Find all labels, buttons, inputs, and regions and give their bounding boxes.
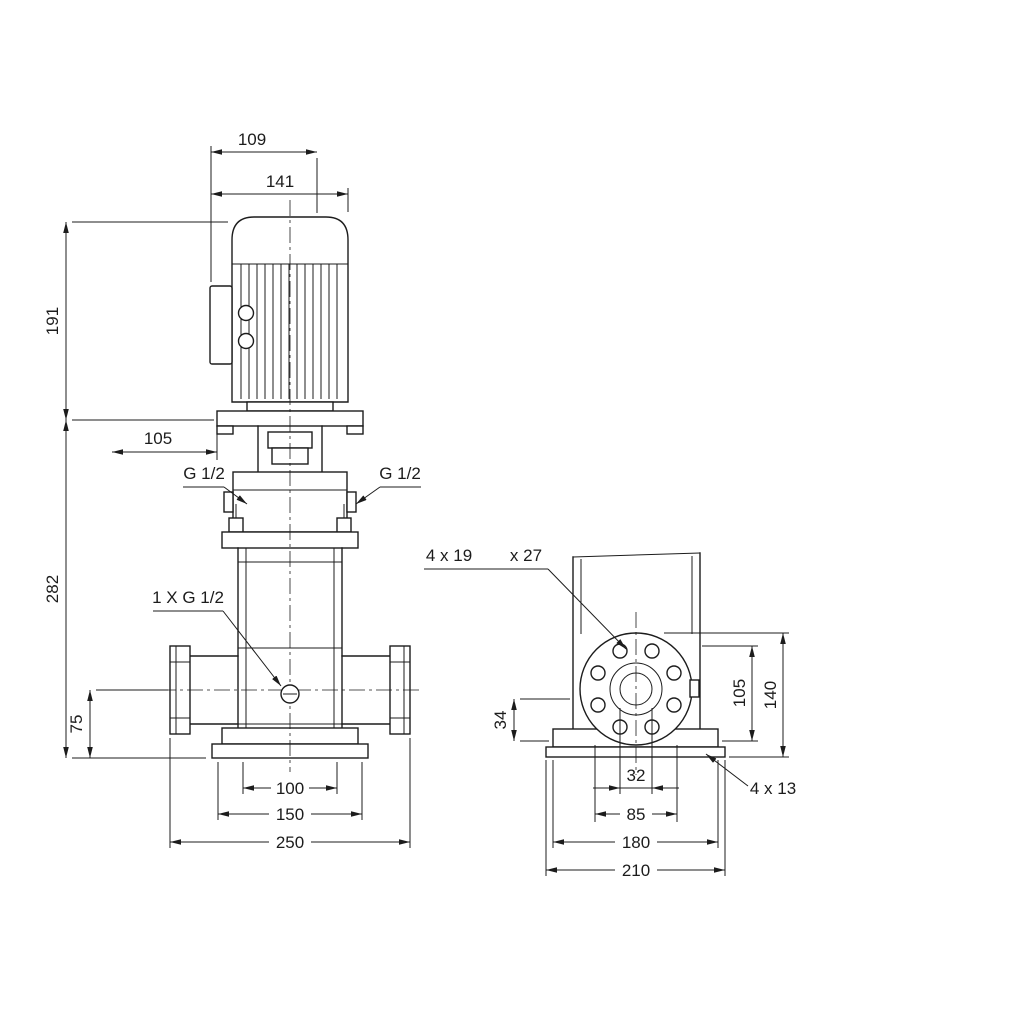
port-left-label: G 1/2 — [183, 464, 225, 483]
front-dimensions: 109 141 191 282 105 75 G 1/2 — [43, 130, 421, 852]
staybolt-nut — [228, 517, 244, 533]
dim-210-label: 210 — [622, 861, 650, 880]
priming-port-left — [223, 491, 234, 513]
dim-109-label: 109 — [238, 130, 266, 149]
dim-105-label: 105 — [144, 429, 172, 448]
bolt-hole — [666, 697, 682, 713]
bolt-hole — [612, 643, 628, 659]
bolt-hole — [590, 697, 606, 713]
dim-32-label: 32 — [627, 766, 646, 785]
staybolt-nut — [336, 517, 352, 533]
drain-plug — [280, 684, 300, 704]
port-right-label: G 1/2 — [379, 464, 421, 483]
port-flange-face — [579, 632, 700, 746]
bolt-hole — [644, 643, 660, 659]
dim-180-label: 180 — [622, 833, 650, 852]
cable-entry-hole — [237, 332, 255, 350]
dim-105-side-label: 105 — [730, 679, 749, 707]
spotface-label: x 27 — [510, 546, 542, 565]
flange-holes-label: 4 x 19 — [426, 546, 472, 565]
dim-282-label: 282 — [43, 575, 62, 603]
dim-75-label: 75 — [67, 715, 86, 734]
dim-85-label: 85 — [627, 805, 646, 824]
dim-141-label: 141 — [266, 172, 294, 191]
motor — [209, 216, 349, 403]
priming-port-right — [346, 491, 357, 513]
nameplate-tab — [689, 679, 700, 698]
side-view: 4 x 19 x 27 34 105 140 32 — [424, 546, 796, 880]
dim-100-label: 100 — [276, 779, 304, 798]
dim-150-label: 150 — [276, 805, 304, 824]
cable-entry-hole — [237, 304, 255, 322]
bolt-hole — [666, 665, 682, 681]
dim-250-label: 250 — [276, 833, 304, 852]
drain-port-label: 1 X G 1/2 — [152, 588, 224, 607]
base-plate-side — [545, 746, 726, 758]
dim-191-label: 191 — [43, 307, 62, 335]
pump-sleeve — [572, 552, 701, 731]
terminal-box — [209, 285, 233, 365]
bolt-hole — [590, 665, 606, 681]
base-holes-label: 4 x 13 — [750, 779, 796, 798]
dim-140-label: 140 — [761, 681, 780, 709]
side-dimensions: 4 x 19 x 27 34 105 140 32 — [424, 546, 796, 880]
front-view: 109 141 191 282 105 75 G 1/2 — [43, 130, 421, 852]
motor-cooling-fins — [240, 264, 338, 399]
dim-34-label: 34 — [491, 711, 510, 730]
